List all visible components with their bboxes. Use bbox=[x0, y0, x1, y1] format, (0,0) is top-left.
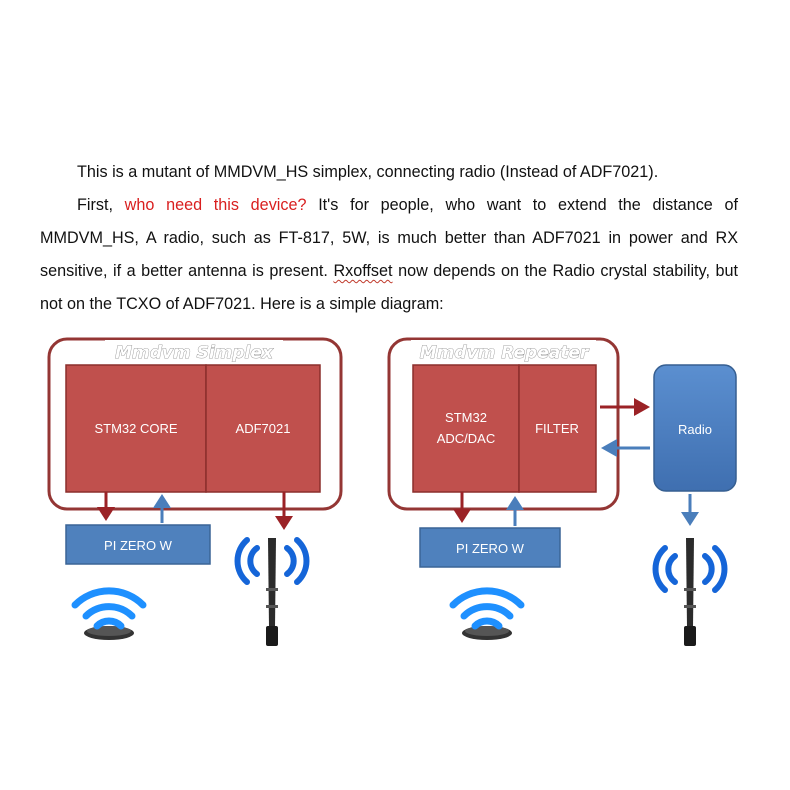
repeater-antenna-icon bbox=[684, 538, 696, 646]
repeater-outline bbox=[387, 337, 620, 511]
adf7021-label: ADF7021 bbox=[236, 421, 291, 436]
repeater-wifi-icon bbox=[449, 587, 525, 640]
simplex-up-arrow bbox=[153, 494, 171, 523]
repeater-pi-zero-block bbox=[419, 527, 561, 568]
simplex-down-arrow bbox=[97, 492, 115, 521]
paragraph-1: This is a mutant of MMDVM_HS simplex, co… bbox=[77, 163, 659, 181]
repeater-group: Mmdvm Repeater STM32 ADC/DAC FILTER PI Z… bbox=[387, 337, 737, 646]
repeater-title-bg bbox=[411, 340, 596, 360]
stm32-line-2: ADC/DAC bbox=[437, 431, 496, 446]
repeater-title: Mmdvm Repeater bbox=[420, 343, 590, 363]
simplex-title-bg bbox=[105, 340, 283, 360]
simplex-title: Mmdvm Simplex bbox=[115, 343, 274, 363]
radio-antenna-arrow bbox=[681, 494, 699, 526]
intro-text: This is a mutant of MMDVM_HS simplex, co… bbox=[40, 156, 738, 321]
repeater-down-arrow bbox=[453, 492, 471, 523]
simplex-wifi-icon bbox=[71, 587, 147, 640]
stm32-line-1: STM32 bbox=[445, 410, 487, 425]
question-highlight: who need this device? bbox=[124, 196, 307, 214]
simplex-antenna-arrow bbox=[275, 492, 293, 530]
simplex-antenna-icon bbox=[266, 538, 278, 646]
paragraph-2: First, who need this device? It's for pe… bbox=[40, 189, 738, 321]
stm32-core-block bbox=[65, 364, 207, 493]
p2-end: now depends on the Radio crystal stabili… bbox=[40, 262, 738, 313]
p2-mid: It's for people, who want to extend the … bbox=[40, 196, 738, 280]
stm32-core-label: STM32 CORE bbox=[94, 421, 177, 436]
repeater-radio-waves-icon bbox=[652, 545, 728, 593]
adf7021-block bbox=[205, 364, 321, 493]
filter-block bbox=[518, 364, 597, 493]
repeater-pi-zero-label: PI ZERO W bbox=[456, 541, 525, 556]
p2-start: First, bbox=[77, 196, 125, 214]
simplex-pi-zero-block bbox=[65, 524, 211, 565]
radio-block bbox=[653, 364, 737, 492]
stm32-adc-dac-block bbox=[412, 364, 520, 493]
radio-to-filter-arrow bbox=[601, 439, 650, 457]
simplex-pi-zero-label: PI ZERO W bbox=[104, 538, 173, 553]
filter-to-radio-arrow bbox=[600, 398, 650, 416]
repeater-up-arrow bbox=[506, 496, 524, 526]
simplex-outline bbox=[47, 337, 343, 511]
filter-label: FILTER bbox=[535, 421, 579, 436]
radio-label: Radio bbox=[678, 422, 712, 437]
rxoffset-word: Rxoffset bbox=[333, 262, 393, 280]
simplex-group: Mmdvm Simplex STM32 CORE ADF7021 PI ZERO… bbox=[47, 337, 343, 646]
simplex-radio-waves-icon bbox=[234, 537, 310, 585]
